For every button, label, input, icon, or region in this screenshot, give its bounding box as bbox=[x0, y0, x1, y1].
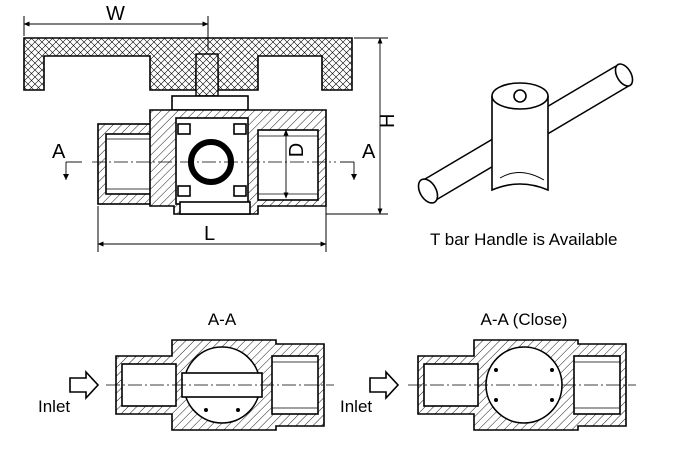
inlet-label-open: Inlet bbox=[38, 397, 70, 416]
dimension-d: D bbox=[283, 129, 308, 199]
handle bbox=[23, 37, 353, 97]
section-label-right: A bbox=[362, 141, 376, 163]
t-bar-caption: T bar Handle is Available bbox=[430, 230, 617, 249]
stem bbox=[171, 95, 249, 111]
inlet-label-close: Inlet bbox=[340, 397, 372, 416]
section-label-left: A bbox=[52, 141, 66, 163]
section-open: A-A Inlet bbox=[38, 310, 334, 431]
section-mark-left: A bbox=[52, 141, 82, 180]
front-view: A A W H D bbox=[23, 3, 399, 252]
section-close-title: A-A (Close) bbox=[481, 310, 568, 329]
left-threaded-end bbox=[97, 123, 157, 205]
section-open-title: A-A bbox=[208, 310, 237, 329]
dimension-h-label: H bbox=[377, 114, 399, 128]
dimension-w: W bbox=[23, 3, 209, 50]
dimension-h: H bbox=[326, 37, 399, 215]
dimension-l: L bbox=[97, 206, 327, 252]
dimension-w-label: W bbox=[106, 3, 125, 25]
t-bar-handle-illustration: T bar Handle is Available bbox=[417, 63, 634, 249]
dimension-d-label: D bbox=[286, 143, 308, 157]
section-close: A-A (Close) Inlet bbox=[340, 310, 636, 431]
dimension-l-label: L bbox=[204, 223, 215, 245]
section-mark-right: A bbox=[340, 141, 376, 180]
